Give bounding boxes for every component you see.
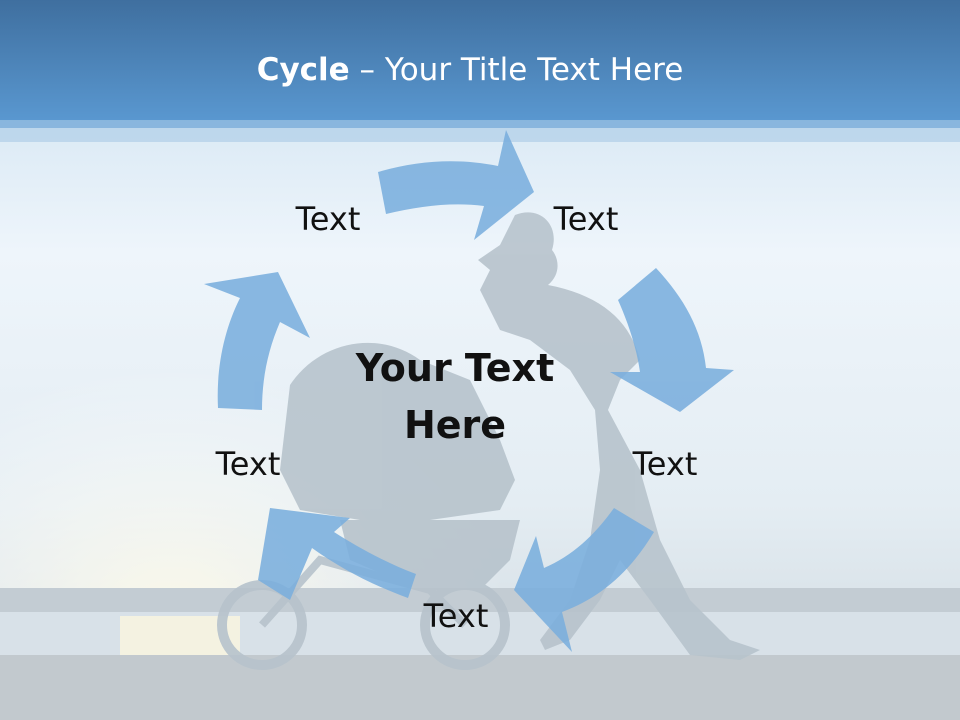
slide-title: Cycle – Your Title Text Here — [0, 52, 940, 88]
cycle-arrow-4 — [258, 508, 416, 600]
cycle-node-right: Text — [632, 445, 698, 483]
center-text-line-1: Your Text — [355, 346, 555, 390]
cycle-arrow-3 — [514, 508, 654, 652]
cycle-node-left: Text — [215, 445, 281, 483]
cycle-arrow-5 — [204, 272, 310, 410]
title-rest: – Your Title Text Here — [349, 52, 684, 88]
cycle-arrow-2 — [610, 268, 734, 412]
cycle-node-bottom: Text — [423, 597, 489, 635]
title-bold: Cycle — [256, 52, 350, 88]
cycle-node-top-left: Text — [295, 200, 361, 238]
cycle-arrow-1 — [378, 130, 534, 240]
center-text: Your Text Here — [325, 340, 585, 454]
cycle-node-top-right: Text — [553, 200, 619, 238]
center-text-line-2: Here — [403, 403, 507, 447]
